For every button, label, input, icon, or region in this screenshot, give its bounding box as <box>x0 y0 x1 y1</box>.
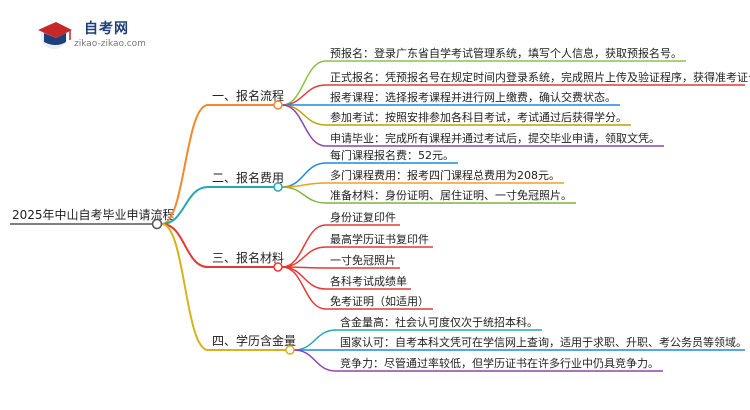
leaf-label: 各科考试成绩单 <box>330 274 407 288</box>
leaf-label: 参加考试：按照安排参加各科目考试，考试通过后获得学分。 <box>330 110 627 124</box>
branch-connector <box>161 223 209 268</box>
logo: 自考网 zikao-zikao.com <box>34 16 164 56</box>
leaf-connector <box>281 266 327 310</box>
leaf-label: 含金量高：社会认可度仅次于统招本科。 <box>340 315 538 329</box>
leaf-connector <box>281 186 327 204</box>
leaf-connector <box>281 224 327 268</box>
leaf-label: 多门课程费用：报考四门课程总费用为208元。 <box>330 168 560 182</box>
logo-subtitle: zikao-zikao.com <box>74 39 146 49</box>
graduation-cap-icon <box>38 22 72 49</box>
leaf-label: 每门课程报名费：52元。 <box>330 148 454 162</box>
leaf-label: 免考证明（如适用） <box>330 294 429 308</box>
branch-node <box>273 182 283 192</box>
leaf-label: 一寸免冠照片 <box>330 253 396 267</box>
leaf-label: 国家认可：自考本科文凭可在学信网上查询，适用于求职、升职、考公务员等领域。 <box>340 335 747 349</box>
leaf-label: 竞争力：尽管通过率较低，但学历证书在许多行业中仍具竞争力。 <box>340 356 659 370</box>
leaf-label: 正式报名：凭预报名号在规定时间内登录系统，完成照片上传及验证程序，获得准考证号。 <box>330 70 750 84</box>
leaf-label: 报考课程：选择报考课程并进行网上缴费，确认交费状态。 <box>330 90 616 104</box>
leaf-label: 身份证复印件 <box>330 210 396 224</box>
leaf-connector <box>281 266 327 290</box>
leaf-connector <box>281 84 327 106</box>
branch-label: 三、报名材料 <box>212 250 284 265</box>
branch-node <box>273 100 283 110</box>
leaf-connector <box>281 104 327 147</box>
logo-title: 自考网 <box>84 21 129 37</box>
leaf-label: 最高学历证书复印件 <box>330 232 429 246</box>
leaf-label: 预报名：登录广东省自学考试管理系统，填写个人信息，获取预报名号。 <box>330 46 682 60</box>
branch-connector <box>161 186 209 225</box>
branch-label: 一、报名流程 <box>212 88 284 103</box>
leaf-connector <box>281 104 327 126</box>
leaf-connector <box>281 60 327 106</box>
root-label: 2025年中山自考毕业申请流程 <box>12 207 175 222</box>
branch-label: 四、学历含金量 <box>212 333 296 348</box>
root-node <box>151 218 163 230</box>
leaf-connector <box>293 349 337 372</box>
leaf-connector <box>281 246 327 268</box>
leaf-connector <box>281 182 327 188</box>
branch-node <box>273 262 283 272</box>
leaf-label: 准备材料：身份证明、居住证明、一寸免冠照片。 <box>330 188 572 202</box>
branch-node <box>285 345 295 355</box>
branch-connector <box>161 104 209 225</box>
leaf-label: 申请毕业：完成所有课程并通过考试后，提交毕业申请，领取文凭。 <box>330 131 660 145</box>
branch-connector <box>161 223 209 351</box>
leaf-connector <box>293 329 337 351</box>
branch-label: 二、报名费用 <box>212 170 284 185</box>
